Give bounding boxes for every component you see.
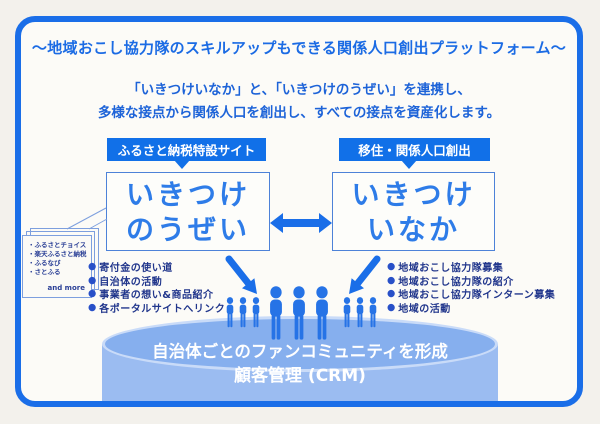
person-icon: [293, 286, 305, 340]
bullet-icon: ●: [88, 301, 97, 313]
down-right-arrow-icon: [225, 255, 257, 294]
bullet-icon: ●: [387, 288, 396, 299]
bullet-icon: ●: [387, 301, 396, 313]
list-item: ● 地域おこし協力隊の紹介: [387, 274, 555, 288]
bullet-icon: ●: [88, 261, 97, 272]
list-item-label: 地域おこし協力隊募集: [398, 263, 504, 275]
portal-sites-card: ・ふるさとチョイス ・楽天ふるさと納税 ・ふるなび ・さとふる and more: [22, 235, 92, 298]
people-group-left: [225, 297, 261, 328]
subtitle: 「いきつけいなか」と、「いきつけのうぜい」を連携し、 多様な接点から関係人口を創…: [21, 79, 577, 125]
bullet-icon: ●: [88, 274, 97, 286]
double-arrow-icon: [270, 213, 332, 233]
bullet-icon: ●: [88, 288, 97, 299]
person-icon: [316, 286, 328, 340]
person-icon: [239, 297, 247, 328]
list-item-label: 事業者の想い&商品紹介: [99, 290, 214, 302]
list-item-label: 寄付金の使い道: [99, 263, 173, 275]
list-item: ● 地域おこし協力隊インターン募集: [387, 287, 555, 301]
people-group-right: [342, 297, 378, 328]
portal-site-item: ・さとふる: [28, 268, 61, 276]
list-item: ● 地域の活動: [387, 301, 555, 315]
person-icon: [270, 286, 282, 340]
list-item: ● 各ポータルサイトへリンク: [88, 301, 225, 315]
tag-pointer-left: [174, 160, 190, 169]
outer-frame: ～地域おこし協力隊のスキルアップもできる関係人口創出プラットフォーム～ 「いきつ…: [15, 16, 583, 407]
tag-furusato-nozei-site: ふるさと納税特設サイト: [107, 138, 266, 161]
bullet-icon: ●: [387, 274, 396, 286]
person-icon: [252, 297, 260, 328]
list-item-label: 地域の活動: [398, 303, 451, 315]
page-title: ～地域おこし協力隊のスキルアップもできる関係人口創出プラットフォーム～: [31, 39, 567, 57]
person-icon: [226, 297, 234, 328]
list-item-label: 自治体の活動: [99, 276, 163, 288]
down-left-arrow-icon: [349, 255, 381, 294]
subtitle-line2: 多様な接点から関係人口を創出し、すべての接点を資産化します。: [97, 105, 501, 121]
inaka-feature-list: ● 地域おこし協力隊募集 ● 地域おこし協力隊の紹介 ● 地域おこし協力隊インタ…: [387, 260, 555, 315]
list-item: ● 事業者の想い&商品紹介: [88, 287, 225, 301]
service-box-ikitsuke-inaka: いきつけ いなか: [332, 172, 495, 251]
nouzei-feature-list: ● 寄付金の使い道 ● 自治体の活動 ● 事業者の想い&商品紹介 ● 各ポータル…: [88, 260, 225, 315]
community-caption: 自治体ごとのファンコミュニティを形成 顧客管理 (CRM): [102, 340, 498, 388]
portal-site-item: ・楽天ふるさと納税: [28, 250, 87, 258]
community-line1: 自治体ごとのファンコミュニティを形成: [152, 342, 448, 361]
service-name-line2: いなか: [366, 212, 460, 246]
list-item: ● 寄付金の使い道: [88, 260, 225, 274]
community-line2: 顧客管理 (CRM): [234, 366, 366, 386]
service-name-line2: のうぜい: [125, 212, 250, 246]
list-item-label: 地域おこし協力隊インターン募集: [398, 290, 556, 302]
stack-connector-line: [66, 207, 108, 230]
portal-sites-list: ・ふるさとチョイス ・楽天ふるさと納税 ・ふるなび ・さとふる: [23, 236, 91, 277]
service-box-ikitsuke-nouzei: いきつけ のうぜい: [106, 172, 270, 251]
list-item: ● 自治体の活動: [88, 274, 225, 288]
service-name-line1: いきつけ: [125, 177, 250, 211]
list-item: ● 地域おこし協力隊募集: [387, 260, 555, 274]
person-icon: [343, 297, 351, 328]
portal-site-item: ・ふるさとチョイス: [28, 241, 87, 249]
portal-sites-more-label: and more: [47, 284, 85, 292]
portal-sites-stack: ・ふるさとチョイス ・楽天ふるさと納税 ・ふるなび ・さとふる and more: [22, 228, 100, 299]
portal-site-item: ・ふるなび: [28, 259, 61, 267]
person-icon: [356, 297, 364, 328]
people-group-center: [267, 286, 331, 341]
service-name-line1: いきつけ: [351, 177, 476, 211]
bullet-icon: ●: [387, 261, 396, 272]
list-item-label: 地域おこし協力隊の紹介: [398, 276, 514, 288]
person-icon: [369, 297, 377, 328]
subtitle-line1: 「いきつけいなか」と、「いきつけのうぜい」を連携し、: [127, 82, 471, 98]
tag-pointer-right: [401, 160, 417, 169]
tag-iju-kankeijinko: 移住・関係人口創出: [339, 138, 490, 161]
list-item-label: 各ポータルサイトへリンク: [99, 303, 226, 315]
